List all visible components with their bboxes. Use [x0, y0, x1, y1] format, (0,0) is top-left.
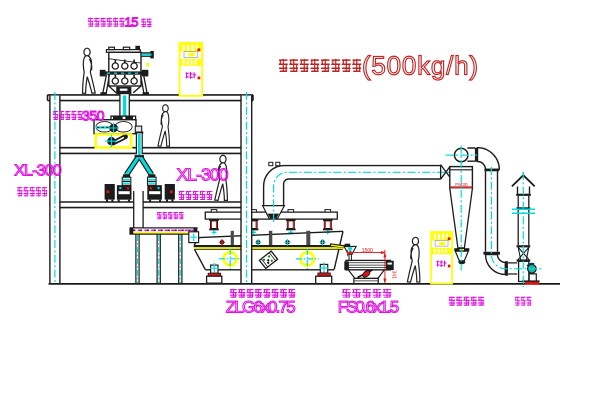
- svg-text:XL-300: XL-300: [177, 164, 229, 184]
- svg-text:1.5: 1.5: [125, 14, 139, 29]
- svg-text:XL-300: XL-300: [14, 162, 62, 179]
- svg-text:FS0.6x1.5: FS0.6x1.5: [338, 297, 400, 316]
- svg-text:1500: 1500: [362, 248, 373, 254]
- svg-text:FM30: FM30: [455, 182, 468, 188]
- svg-text:ZLG6x0.75: ZLG6x0.75: [226, 297, 296, 316]
- svg-text:341: 341: [390, 271, 396, 280]
- svg-text:(500kg/h): (500kg/h): [362, 51, 478, 81]
- svg-text:350: 350: [82, 107, 105, 123]
